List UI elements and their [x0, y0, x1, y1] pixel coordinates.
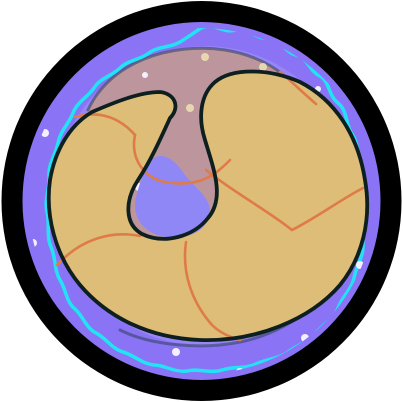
sparkle — [259, 63, 267, 71]
sparkle — [142, 72, 148, 78]
electric-ring — [44, 28, 369, 374]
croissant-outline — [46, 69, 370, 342]
croissant-body — [48, 71, 368, 341]
croissant-hole — [135, 155, 210, 238]
seam — [204, 168, 365, 232]
sparkle — [172, 348, 180, 356]
sparkle — [186, 104, 194, 112]
sparkle — [201, 53, 209, 61]
seam — [73, 113, 137, 137]
